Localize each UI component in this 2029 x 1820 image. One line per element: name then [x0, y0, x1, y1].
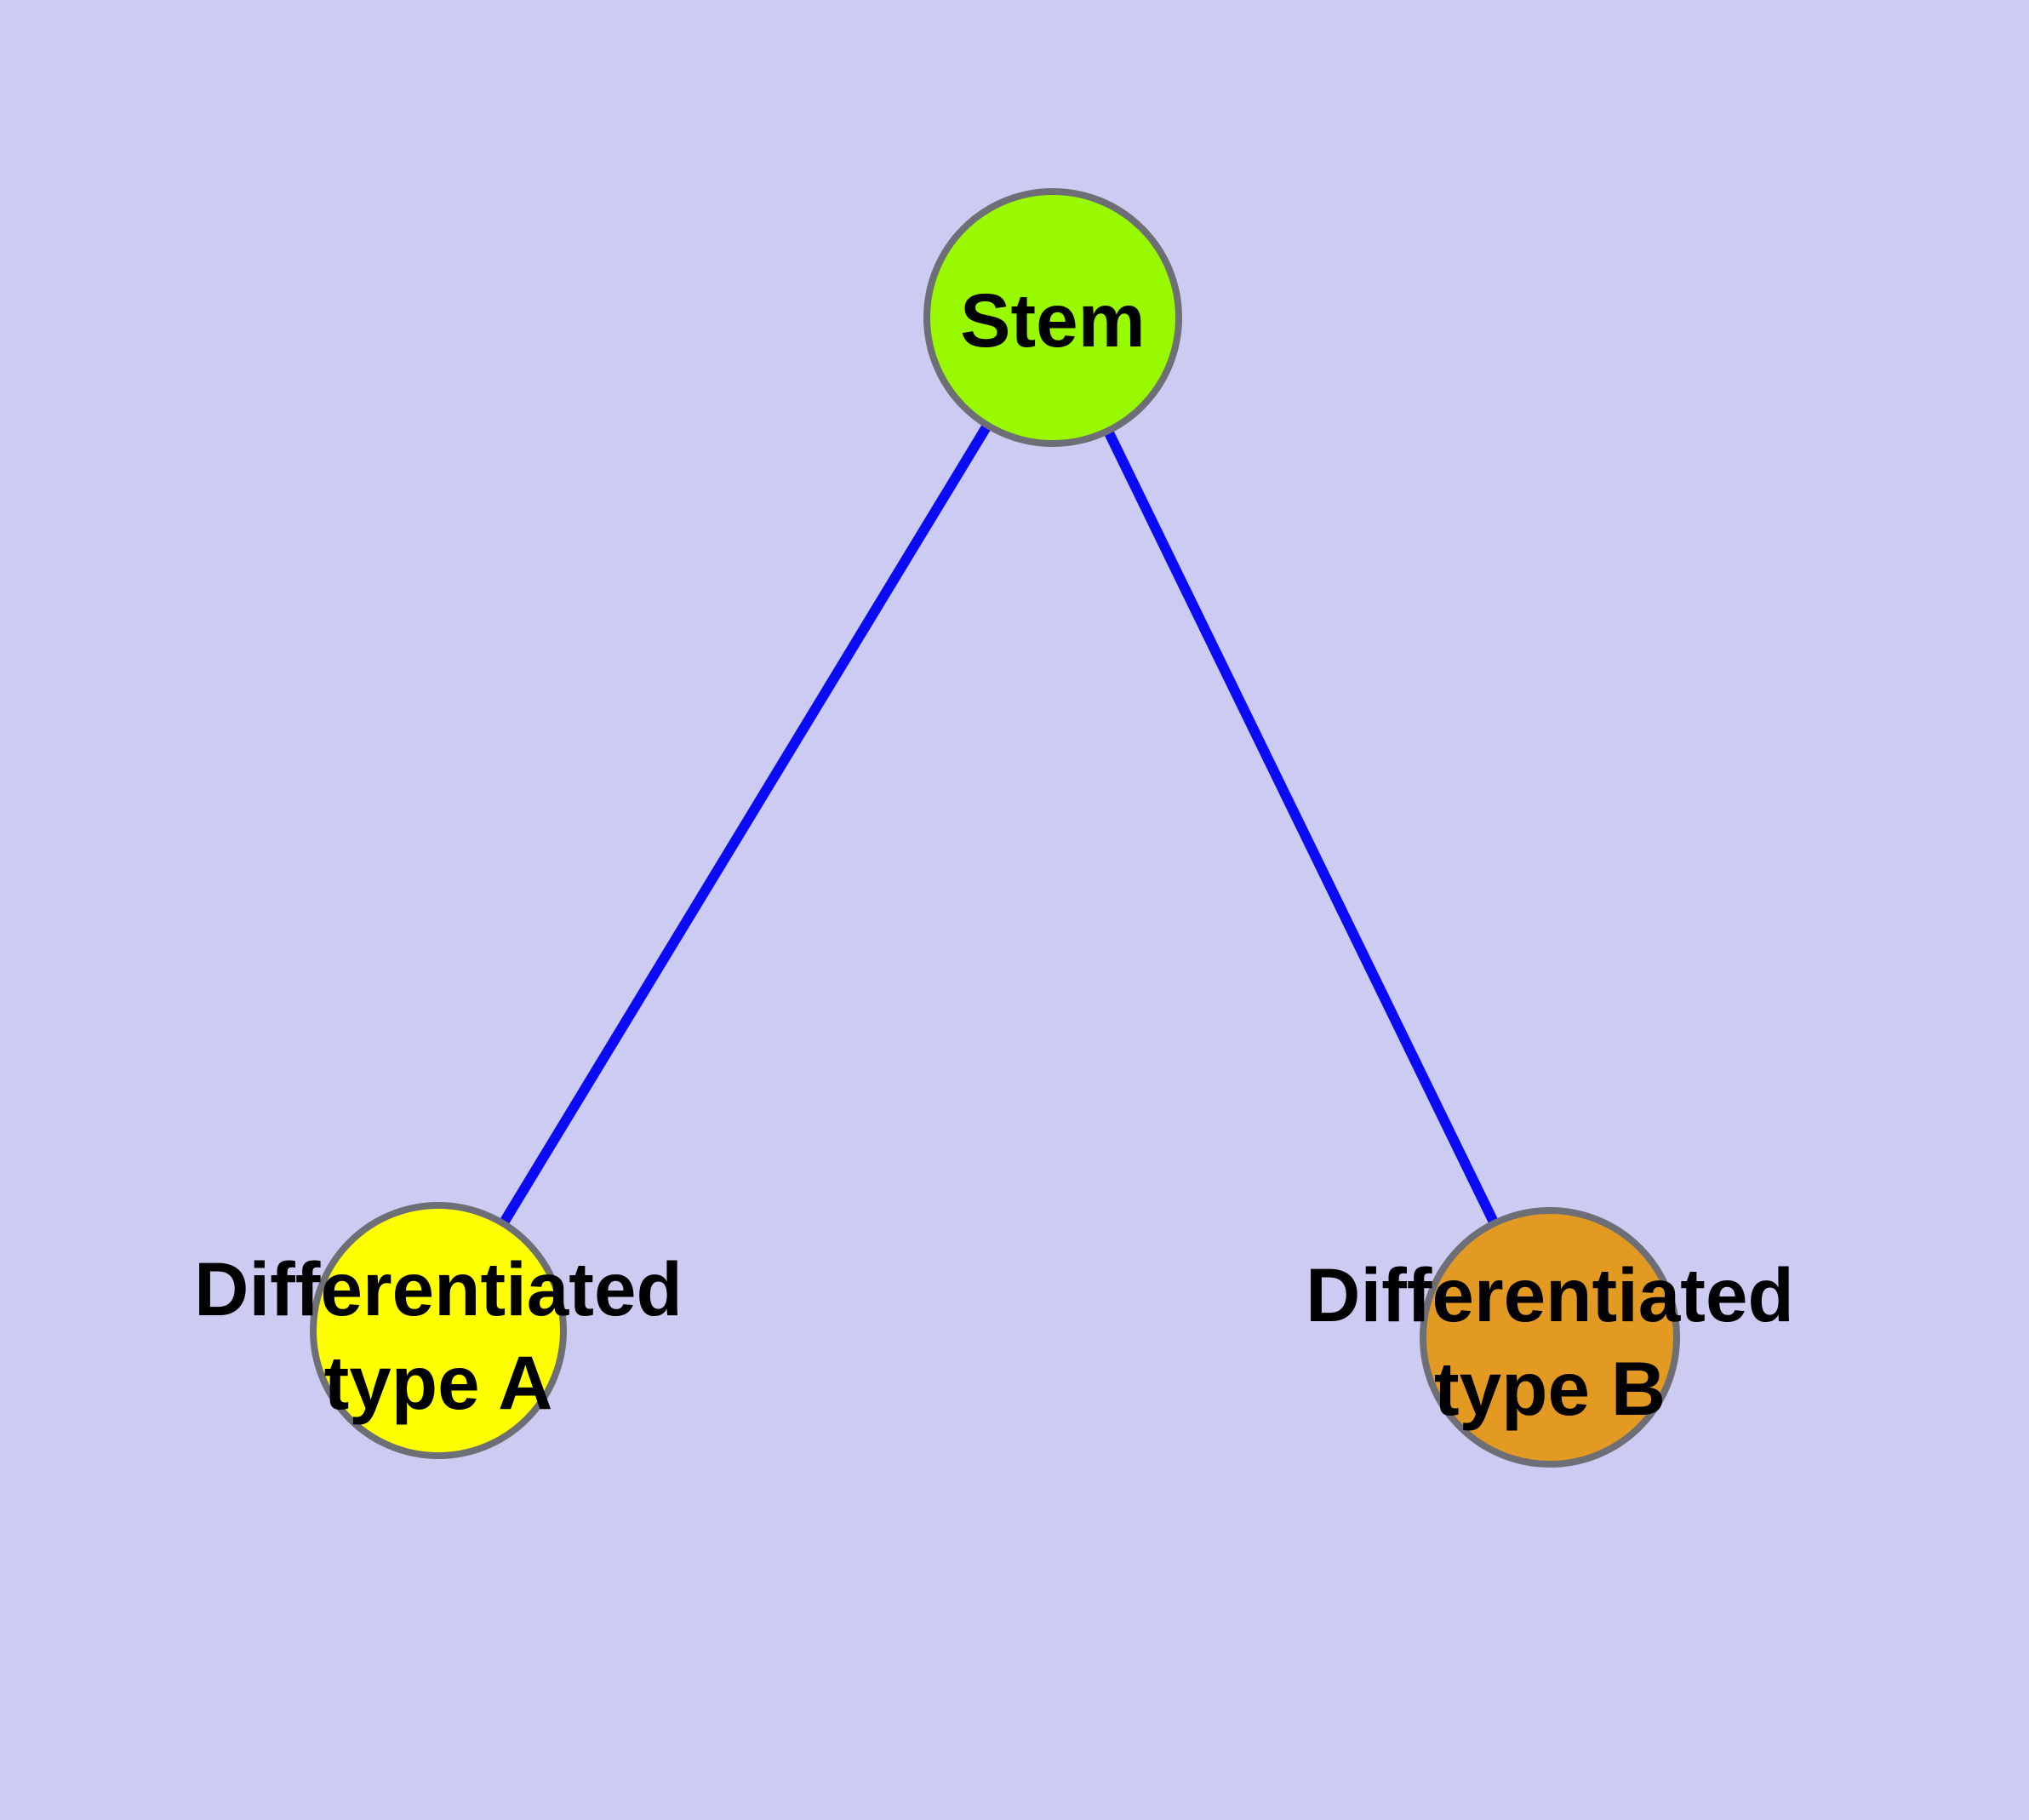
node-differentiated-type-b	[1420, 1207, 1680, 1468]
node-stem	[923, 188, 1182, 447]
edge-stem-to-type-b	[1048, 315, 1555, 1340]
node-type-a-label-line1: Differentiated	[194, 1246, 683, 1331]
node-stem-label: Stem	[960, 278, 1146, 363]
node-type-b-label-line1: Differentiated	[1306, 1252, 1794, 1337]
node-type-a-label-line2: type A	[324, 1340, 553, 1425]
node-differentiated-type-a	[310, 1202, 567, 1459]
edge-stem-to-type-a	[433, 314, 1058, 1334]
node-type-b-label-line2: type B	[1434, 1346, 1666, 1431]
